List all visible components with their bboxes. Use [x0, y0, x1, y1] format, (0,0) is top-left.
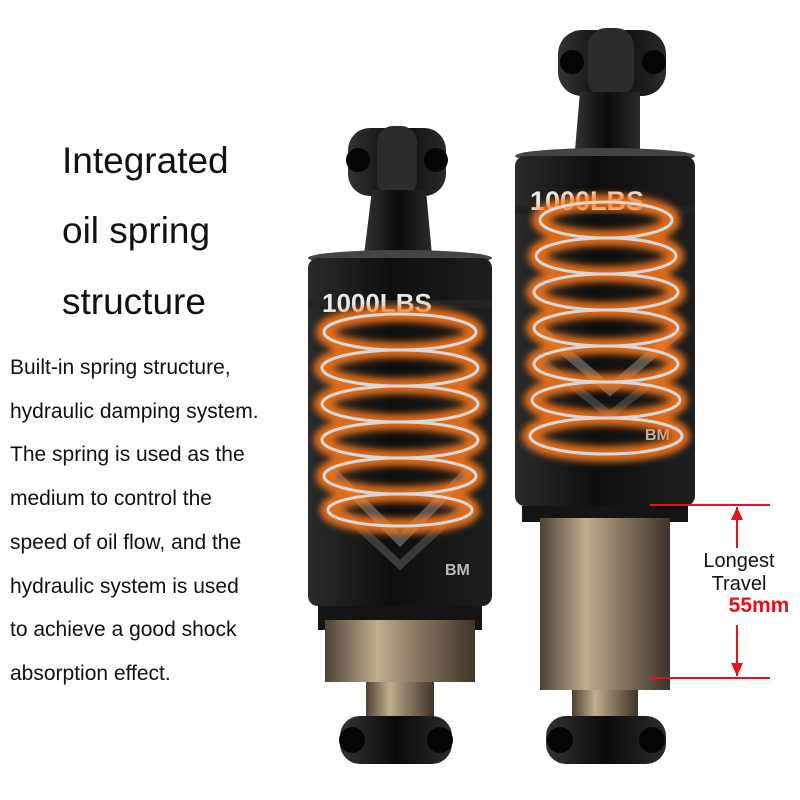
- travel-value: 55mm: [728, 594, 790, 617]
- travel-label-line-1: Longest: [703, 550, 775, 572]
- headline-line-1: Integrated: [62, 140, 229, 181]
- shock-absorber-right: 1000LBS BM: [515, 28, 695, 764]
- description-line: absorption effect.: [10, 661, 171, 685]
- description-line: to achieve a good shock: [10, 618, 237, 642]
- description-line: hydraulic system is used: [10, 574, 239, 598]
- description: Built-in spring structure, hydraulic dam…: [10, 346, 310, 696]
- bottom-mount-eye: [546, 716, 666, 764]
- description-line: Built-in spring structure,: [10, 356, 231, 379]
- stanchion: [540, 518, 670, 690]
- description-line: hydraulic damping system.: [10, 399, 259, 423]
- shock-absorber-left: 1000LBS BM: [308, 126, 492, 764]
- spring-coil: [314, 306, 486, 534]
- side-text: BM: [445, 562, 470, 579]
- description-line: medium to control the: [10, 487, 212, 511]
- description-line: speed of oil flow, and the: [10, 530, 242, 554]
- description-line: The spring is used as the: [10, 443, 245, 467]
- bottom-mount-eye: [340, 716, 452, 764]
- spring-coil: [522, 194, 690, 462]
- travel-label-line-2: Travel: [711, 573, 767, 595]
- headline-line-2: oil spring: [62, 210, 211, 251]
- stanchion: [325, 620, 475, 682]
- travel-dimension: [650, 504, 770, 679]
- headline-line-3: structure: [62, 281, 206, 322]
